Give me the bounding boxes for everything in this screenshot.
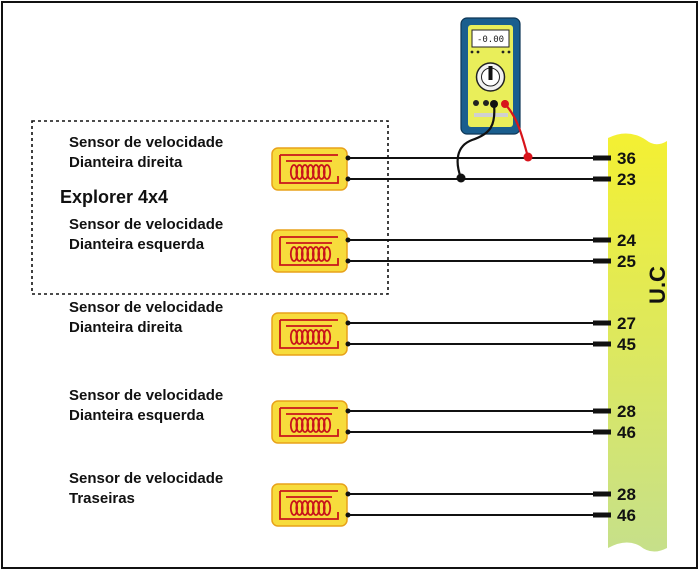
pin-number: 23 <box>617 170 636 189</box>
sensor-label-line2: Dianteira direita <box>69 319 183 336</box>
sensor-label-line2: Traseiras <box>69 490 135 507</box>
pin-stub <box>593 155 611 161</box>
pin-stub <box>593 258 611 264</box>
pin-stub <box>593 176 611 182</box>
sensor-coil-icon <box>279 490 339 520</box>
coil-turn <box>322 417 332 433</box>
sensor-coil-icon <box>279 154 339 184</box>
multimeter: -0.00 <box>460 17 521 135</box>
sensor-label-line2: Dianteira esquerda <box>69 236 205 253</box>
sensor-label-line2: Dianteira direita <box>69 154 183 171</box>
red-probe-lead <box>504 103 530 158</box>
sensor-coil-icon <box>279 236 339 266</box>
multimeter-screen <box>471 29 510 48</box>
sensor-label-line2: Dianteira esquerda <box>69 407 205 424</box>
pin-stub <box>593 237 611 243</box>
pin-stub <box>593 512 611 518</box>
coil-frame <box>279 408 339 437</box>
pin-stub <box>593 491 611 497</box>
sensor-label-line1: Sensor de velocidade <box>69 216 223 233</box>
pin-number: 46 <box>617 423 636 442</box>
pin-number: 46 <box>617 506 636 525</box>
coil-turn <box>322 500 332 516</box>
black-probe-connector <box>490 100 498 108</box>
coil-frame <box>279 237 339 266</box>
control-unit-label: U.C <box>645 266 670 304</box>
sensor-coil-icon <box>279 407 339 437</box>
pin-number: 28 <box>617 485 636 504</box>
red-probe-tip <box>523 152 533 162</box>
coil-turn <box>322 246 332 262</box>
control-unit <box>608 133 667 552</box>
black-probe-lead <box>456 103 496 179</box>
sensor-label-line1: Sensor de velocidade <box>69 470 223 487</box>
coil-frame <box>279 491 339 520</box>
red-probe-connector <box>501 100 509 108</box>
pin-number: 28 <box>617 402 636 421</box>
com-jack-icon <box>473 100 479 106</box>
sensor-label-line1: Sensor de velocidade <box>69 387 223 404</box>
pin-stub <box>593 408 611 414</box>
coil-turn <box>322 329 332 345</box>
pin-number: 36 <box>617 149 636 168</box>
sensor-coil-icon <box>279 319 339 349</box>
v-jack-icon <box>483 100 489 106</box>
multimeter-display: -0.00 <box>477 35 504 45</box>
pin-number: 45 <box>617 335 636 354</box>
pin-number: 27 <box>617 314 636 333</box>
coil-frame <box>279 320 339 349</box>
sensor-label-line1: Sensor de velocidade <box>69 134 223 151</box>
pin-stub <box>593 341 611 347</box>
group-label: Explorer 4x4 <box>60 187 168 207</box>
black-probe-tip <box>456 173 466 183</box>
pin-stub <box>593 320 611 326</box>
pin-number: 24 <box>617 231 636 250</box>
pin-stub <box>593 429 611 435</box>
sensor-label-line1: Sensor de velocidade <box>69 299 223 316</box>
coil-frame <box>279 155 339 184</box>
pin-number: 25 <box>617 252 636 271</box>
coil-turn <box>322 164 332 180</box>
